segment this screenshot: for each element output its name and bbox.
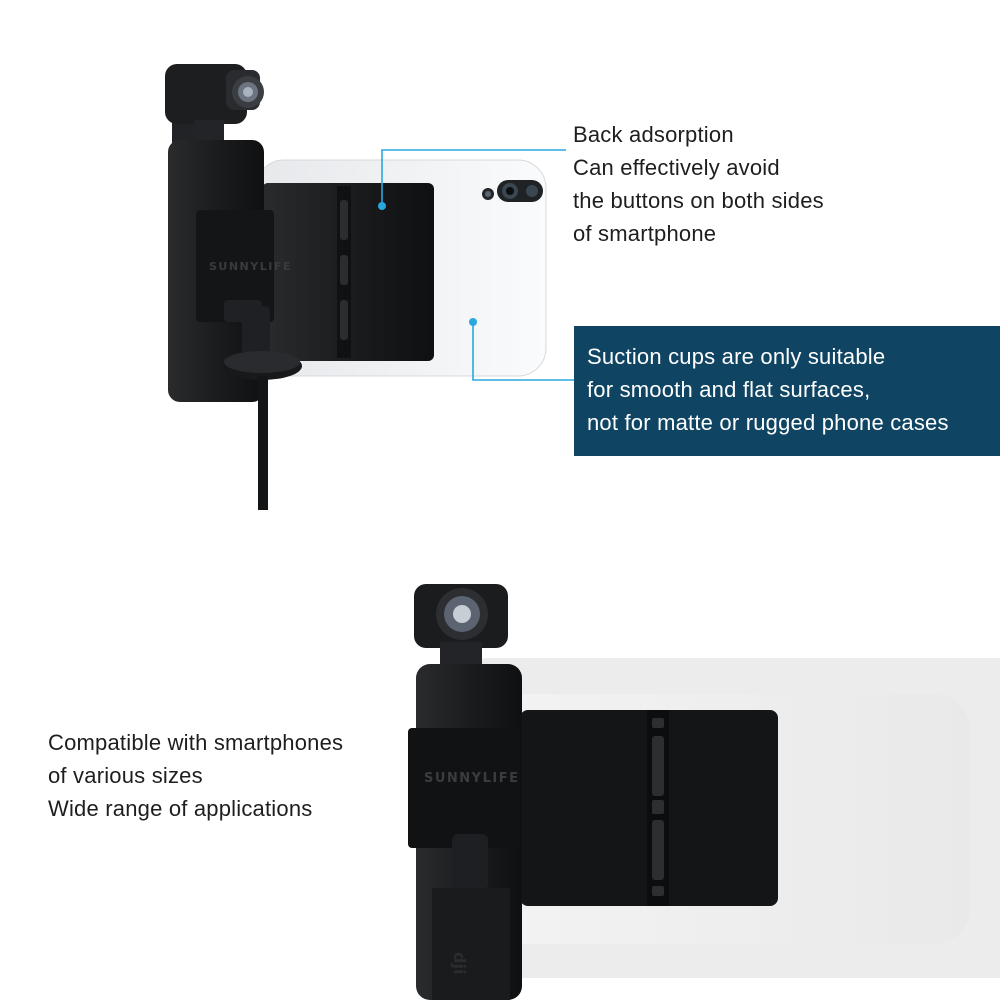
- brand-logo-bottom: SUNNYLIFE: [424, 771, 519, 786]
- callout-lines: [378, 149, 574, 381]
- bottom-product: SUNNYLIFE dji: [408, 584, 1000, 1000]
- clamp-block-top: [196, 210, 274, 322]
- compat-line-3: Wide range of applications: [48, 796, 313, 821]
- callout-line-1: Back adsorption: [573, 122, 734, 147]
- top-product: SUNNYLIFE: [165, 64, 547, 510]
- phone-camera-cluster: [482, 180, 543, 202]
- callout-line-2: Can effectively avoid: [573, 155, 780, 180]
- brand-logo-top: SUNNYLIFE: [209, 260, 292, 273]
- compat-line-2: of various sizes: [48, 763, 203, 788]
- callout-line-suction-cups: [472, 322, 574, 381]
- compat-line-1: Compatible with smartphones: [48, 730, 344, 755]
- note-line-2: for smooth and flat surfaces,: [587, 377, 871, 402]
- note-line-3: not for matte or rugged phone cases: [587, 410, 949, 435]
- clamp-block-bottom: [408, 728, 520, 848]
- callout-line-3: the buttons on both sides: [573, 188, 824, 213]
- suction-cup-note-box: Suction cups are only suitable for smoot…: [574, 326, 1000, 456]
- adapter-knob-top: [222, 300, 302, 510]
- plate-hinge-bottom: [647, 710, 669, 906]
- callout-line-back-adsorption: [381, 149, 566, 206]
- adapter-connector-bottom: [452, 834, 488, 890]
- dji-mark: dji: [450, 952, 469, 974]
- note-line-1: Suction cups are only suitable: [587, 344, 886, 369]
- callout-back-adsorption: Back adsorption Can effectively avoid th…: [573, 118, 824, 250]
- plate-hinge: [337, 186, 351, 358]
- callout-line-4: of smartphone: [573, 221, 717, 246]
- callout-compatibility: Compatible with smartphones of various s…: [48, 726, 343, 825]
- gimbal-camera-bottom: [414, 584, 508, 670]
